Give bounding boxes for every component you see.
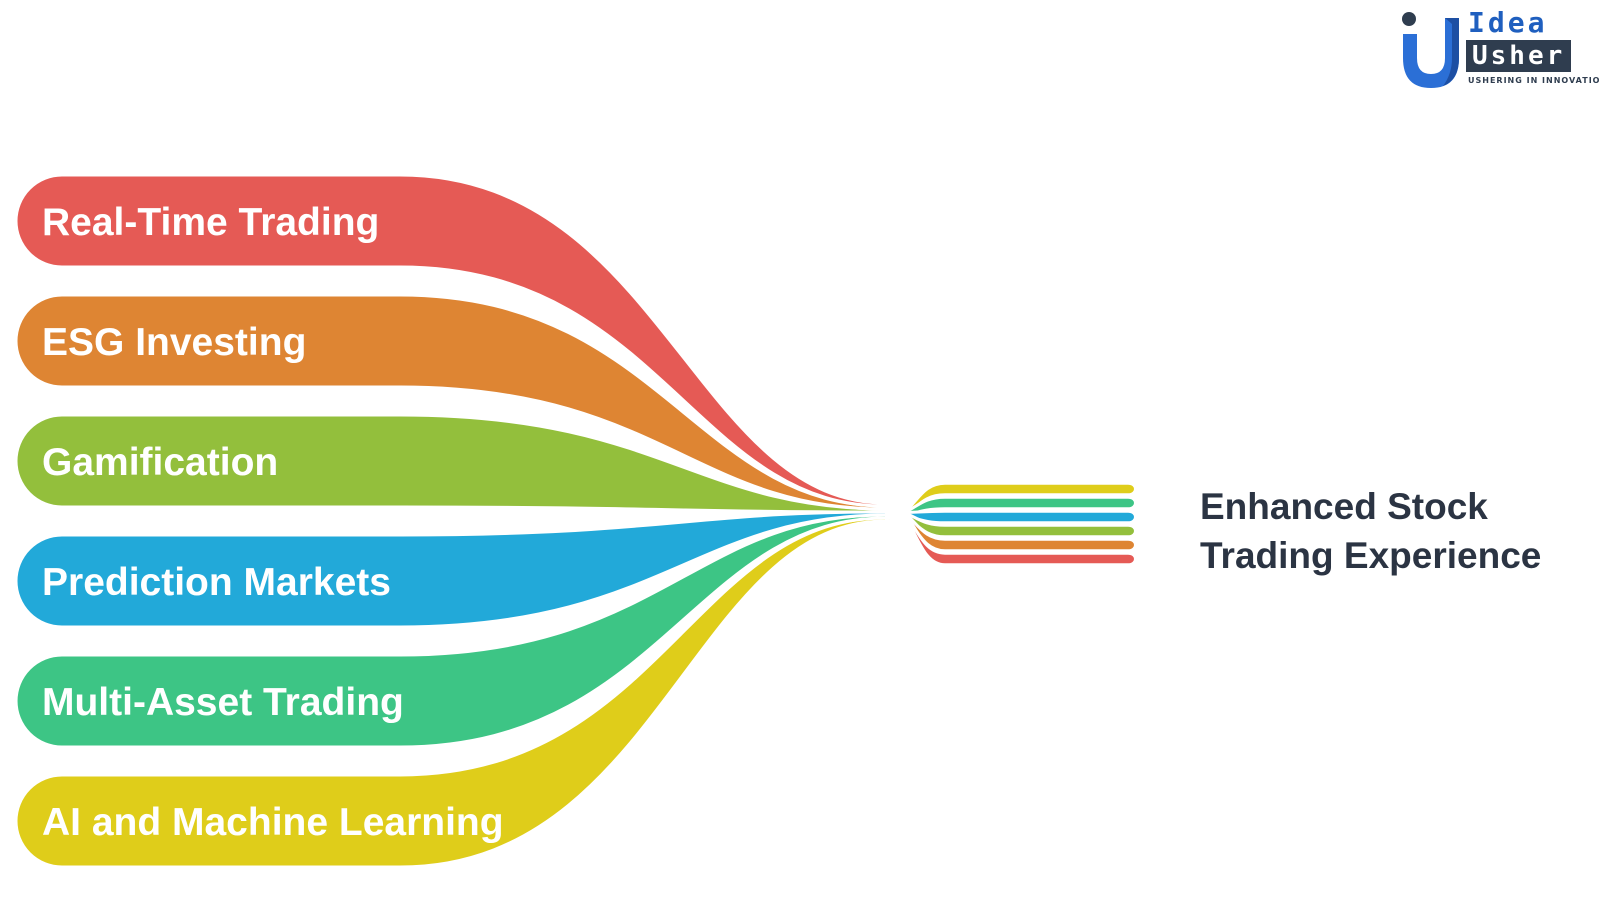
logo-word-top: Idea	[1468, 6, 1548, 39]
flow-band	[14, 495, 1137, 749]
logo-u-icon	[1402, 12, 1459, 88]
flow-band	[14, 481, 1137, 869]
logo-word-bottom: Usher	[1466, 40, 1572, 72]
band-label: Gamification	[42, 441, 278, 484]
flow-band	[14, 509, 1137, 629]
band-label: Multi-Asset Trading	[42, 681, 404, 724]
flow-bands	[14, 173, 1137, 869]
logo-u-highlight	[1443, 18, 1459, 86]
band-label: Real-Time Trading	[42, 201, 379, 244]
logo-dot	[1402, 12, 1416, 26]
logo-u-shape	[1403, 18, 1459, 88]
band-label: ESG Investing	[42, 321, 306, 364]
outcome-line-2: Trading Experience	[1200, 535, 1542, 576]
logo-tagline: USHERING IN INNOVATION	[1468, 76, 1600, 85]
band-label: AI and Machine Learning	[42, 801, 504, 844]
logo: Idea Usher USHERING IN INNOVATION	[1400, 6, 1600, 90]
outcome-line-1: Enhanced Stock	[1200, 486, 1488, 527]
band-label: Prediction Markets	[42, 561, 391, 604]
outcome-title: Enhanced Stock Trading Experience	[1200, 482, 1580, 580]
flow-band	[14, 173, 1137, 567]
